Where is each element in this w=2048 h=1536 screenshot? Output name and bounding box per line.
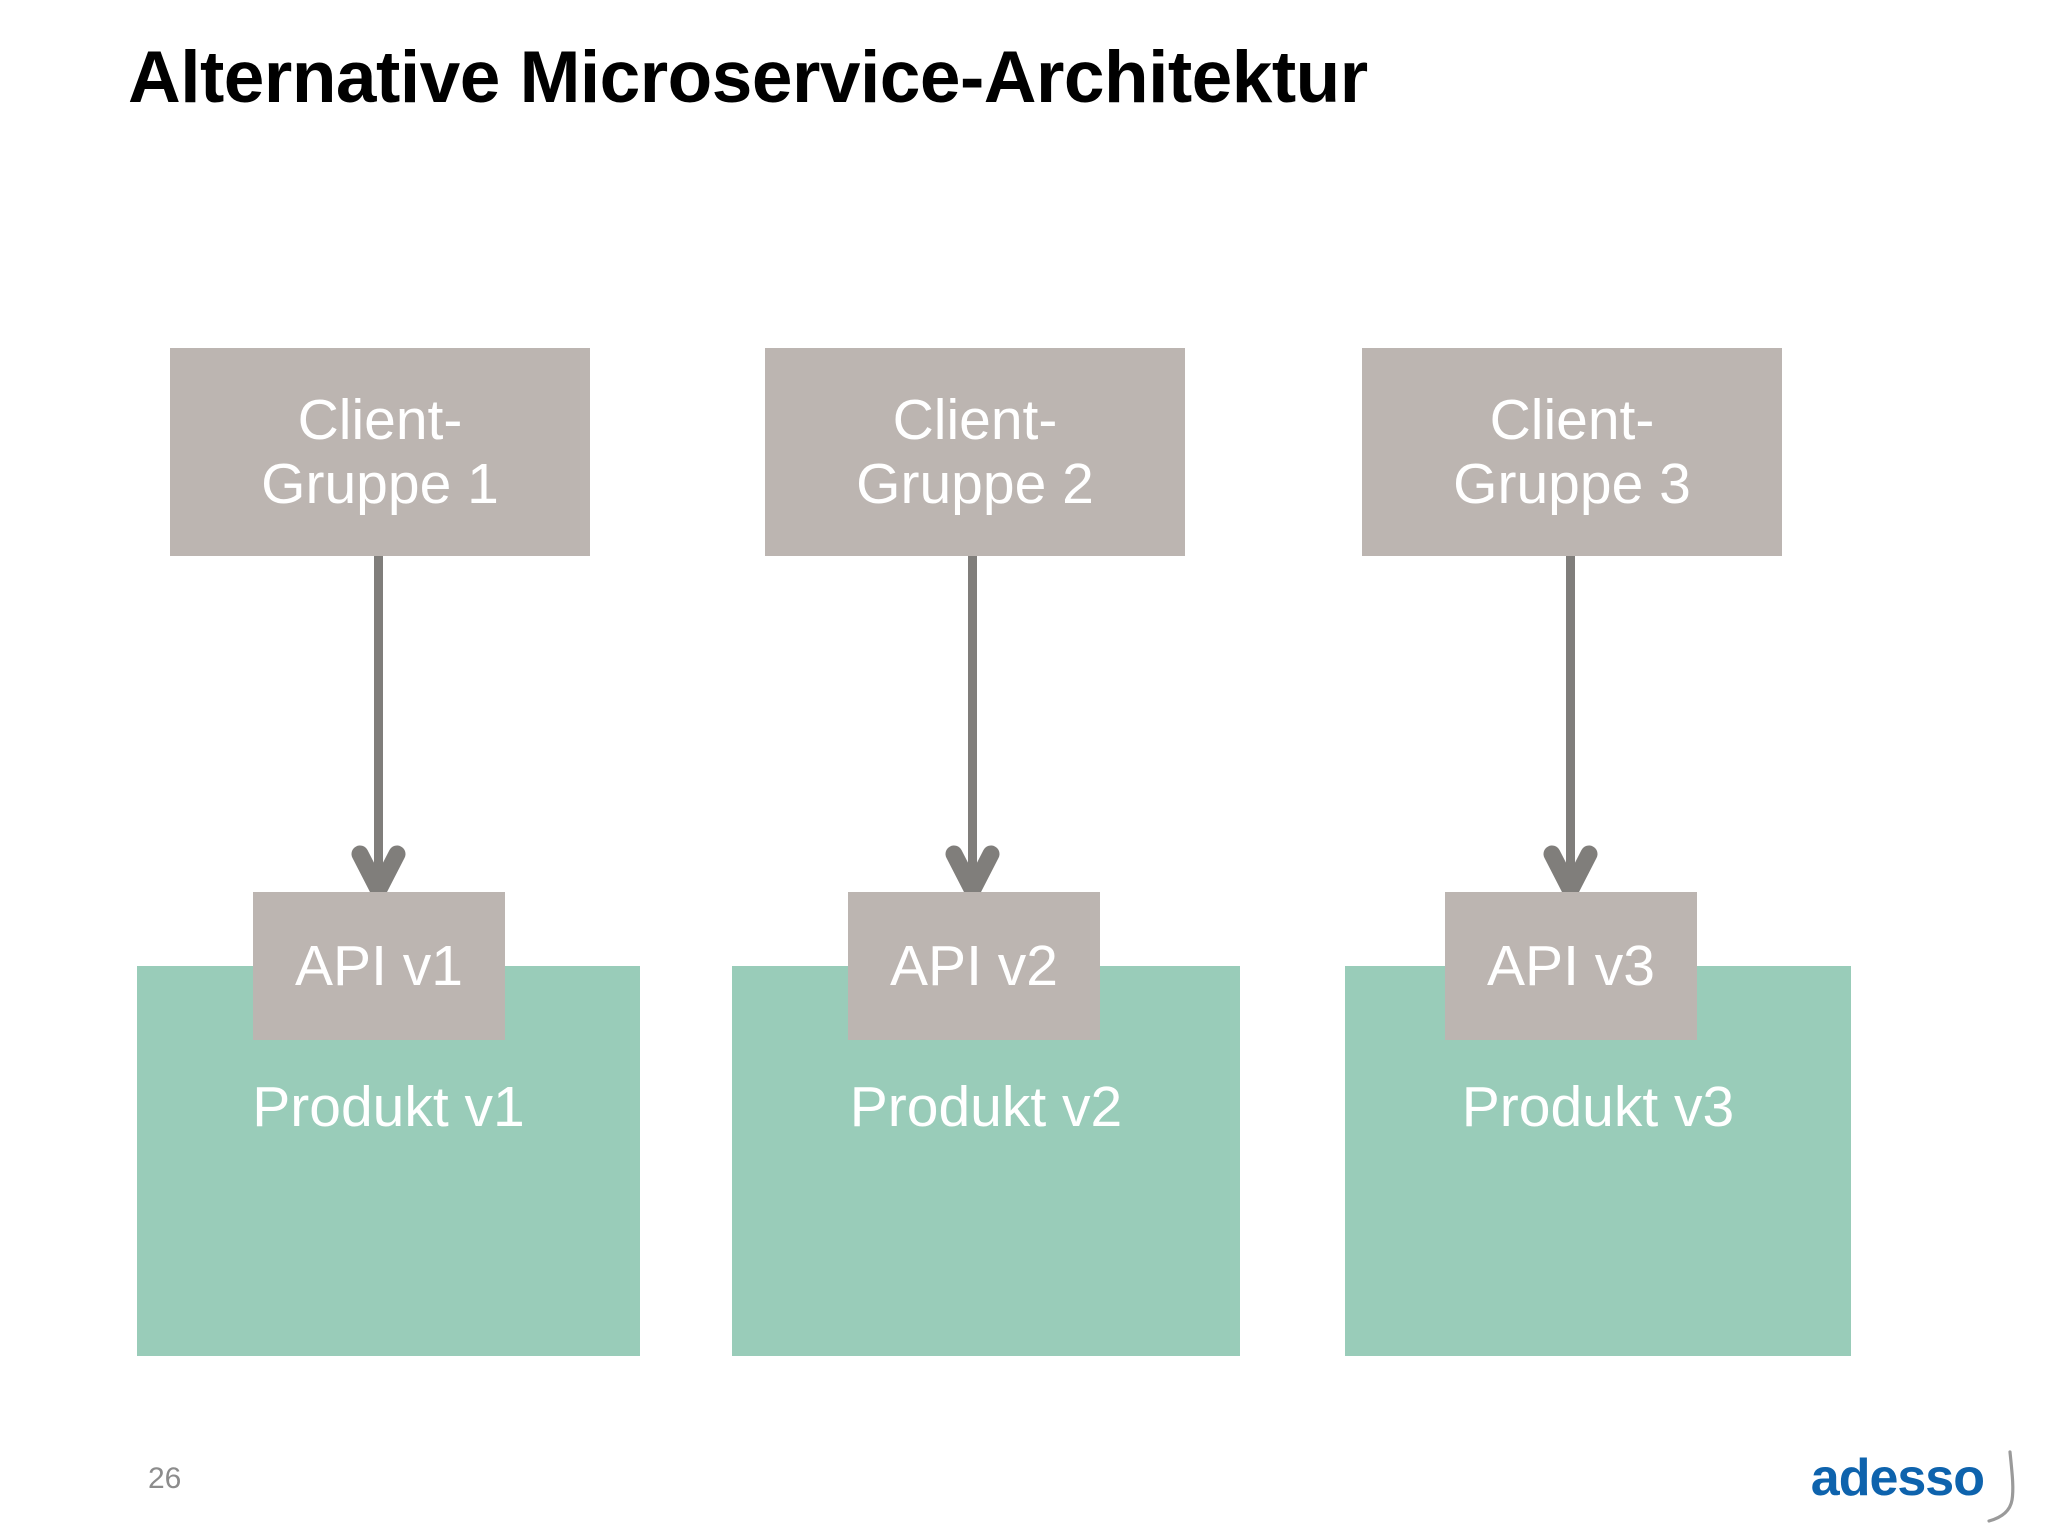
page-number: 26 <box>148 1462 182 1495</box>
api-label: API v1 <box>295 934 463 998</box>
client-group-label-line2: Gruppe 2 <box>856 452 1094 516</box>
architecture-column-3: Client- Gruppe 3 Produkt v3 API v3 <box>1209 0 1909 1536</box>
architecture-column-1: Client- Gruppe 1 Produkt v1 API v1 <box>0 0 700 1536</box>
adesso-logo: adesso <box>1810 1449 2020 1523</box>
produkt-label: Produkt v3 <box>1461 1075 1735 1139</box>
api-box-3[interactable]: API v3 <box>1445 892 1697 1040</box>
produkt-label: Produkt v2 <box>849 1075 1123 1139</box>
api-box-1[interactable]: API v1 <box>253 892 505 1040</box>
produkt-box-3[interactable]: Produkt v3 <box>1345 966 1851 1356</box>
architecture-column-2: Client- Gruppe 2 Produkt v2 API v2 <box>596 0 1296 1536</box>
client-group-box-3[interactable]: Client- Gruppe 3 <box>1362 348 1782 556</box>
arrow-client-to-api-2 <box>944 556 1004 896</box>
client-group-label-line1: Client- <box>1489 387 1655 452</box>
arrow-client-to-api-3 <box>1542 556 1602 896</box>
produkt-label: Produkt v1 <box>252 1075 525 1139</box>
api-box-2[interactable]: API v2 <box>848 892 1100 1040</box>
client-group-box-2[interactable]: Client- Gruppe 2 <box>765 348 1185 556</box>
page-title: Alternative Microservice-Architektur <box>128 37 1368 118</box>
client-group-label-line1: Client- <box>297 387 463 452</box>
client-group-label-line2: Gruppe 1 <box>261 452 499 516</box>
client-group-label-line1: Client- <box>892 387 1058 452</box>
api-label: API v3 <box>1487 934 1655 998</box>
adesso-wordmark: adesso <box>1810 1449 1985 1507</box>
arrow-client-to-api-1 <box>350 556 410 896</box>
client-group-label-line2: Gruppe 3 <box>1453 452 1691 516</box>
client-group-box-1[interactable]: Client- Gruppe 1 <box>170 348 590 556</box>
swoosh-icon <box>1986 1450 2020 1529</box>
api-label: API v2 <box>890 934 1058 998</box>
